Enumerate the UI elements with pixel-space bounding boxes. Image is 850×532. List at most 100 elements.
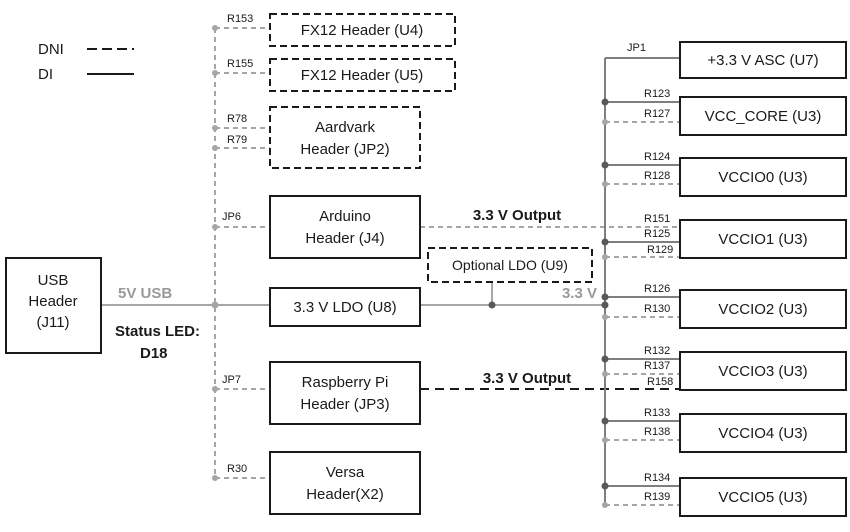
- rpi-box: [269, 361, 421, 425]
- block-vcc-core: VCC_CORE (U3): [679, 96, 847, 136]
- aardvark-label-line2: Header (JP2): [300, 141, 389, 158]
- junction-dot: [601, 355, 609, 363]
- junction-dots: [211, 25, 609, 508]
- asc-u7-box: [679, 41, 847, 79]
- junction-dot: [602, 119, 608, 125]
- junction-dot: [601, 238, 609, 246]
- vccio2-label: VCCIO2 (U3): [718, 301, 807, 318]
- versa-box: [269, 451, 421, 515]
- junction-dot: [212, 125, 218, 131]
- ref-r128: R128: [644, 170, 670, 182]
- block-vccio4: VCCIO4 (U3): [679, 413, 847, 453]
- ref-r153: R153: [227, 13, 253, 25]
- ldo-u8-box: [269, 287, 421, 327]
- vccio0-box: [679, 157, 847, 197]
- junction-dot: [601, 301, 609, 309]
- label-rpi-3v3-output: 3.3 V Output: [483, 370, 571, 387]
- junction-dot: [212, 145, 218, 151]
- block-optional-ldo-u9: Optional LDO (U9): [427, 247, 593, 283]
- ref-r124: R124: [644, 151, 670, 163]
- versa-label-line2: Header(X2): [306, 486, 384, 503]
- vcc-core-label: VCC_CORE (U3): [705, 108, 822, 125]
- block-versa-header: Versa Header(X2): [269, 451, 421, 515]
- block-3v3-asc-u7: +3.3 V ASC (U7): [679, 41, 847, 79]
- vcc-core-box: [679, 96, 847, 136]
- ref-r139: R139: [644, 491, 670, 503]
- ref-r30: R30: [227, 463, 247, 475]
- wires-right: [420, 57, 680, 506]
- junction-dot: [488, 301, 496, 309]
- versa-label-line1: Versa: [326, 464, 365, 481]
- legend: DNI DI: [38, 41, 134, 83]
- legend-di-label: DI: [38, 66, 53, 83]
- block-vccio3: VCCIO3 (U3): [679, 351, 847, 391]
- optional-ldo-label: Optional LDO (U9): [452, 257, 568, 273]
- vccio4-box: [679, 413, 847, 453]
- block-vccio2: VCCIO2 (U3): [679, 289, 847, 329]
- junction-dot: [601, 98, 609, 106]
- ref-r137: R137: [644, 360, 670, 372]
- block-vccio1: VCCIO1 (U3): [679, 219, 847, 259]
- ref-designators: R153 R155 R78 R79 JP6 JP7 R30 JP1 R123 R…: [222, 13, 673, 503]
- ref-jp1: JP1: [627, 42, 646, 54]
- label-3v3: 3.3 V: [562, 285, 597, 302]
- vccio3-box: [679, 351, 847, 391]
- fx12-u4-box: [269, 13, 456, 47]
- ref-r123: R123: [644, 88, 670, 100]
- junction-dot: [212, 25, 218, 31]
- vccio2-box: [679, 289, 847, 329]
- block-vccio0: VCCIO0 (U3): [679, 157, 847, 197]
- ref-r79: R79: [227, 134, 247, 146]
- junction-dot: [212, 386, 218, 392]
- asc-u7-label: +3.3 V ASC (U7): [707, 52, 818, 69]
- block-arduino-header: Arduino Header (J4): [269, 195, 421, 259]
- junction-dot: [602, 181, 608, 187]
- junction-dot: [601, 293, 609, 301]
- block-fx12-header-u4: FX12 Header (U4): [269, 13, 456, 47]
- ref-jp7: JP7: [222, 374, 241, 386]
- rpi-label-line2: Header (JP3): [300, 396, 389, 413]
- label-status-led-line2: D18: [140, 345, 168, 362]
- legend-dni-label: DNI: [38, 41, 64, 58]
- junction-dot: [602, 371, 608, 377]
- vccio4-label: VCCIO4 (U3): [718, 425, 807, 442]
- vccio1-box: [679, 219, 847, 259]
- usb-header-label-line3: (J11): [36, 314, 69, 331]
- block-fx12-header-u5: FX12 Header (U5): [269, 58, 456, 92]
- arduino-label-line1: Arduino: [319, 208, 371, 225]
- ref-r127: R127: [644, 108, 670, 120]
- vccio1-label: VCCIO1 (U3): [718, 231, 807, 248]
- junction-dot: [212, 70, 218, 76]
- ref-jp6: JP6: [222, 211, 241, 223]
- arduino-box: [269, 195, 421, 259]
- usb-header-label-line2: Header: [28, 293, 77, 310]
- aardvark-label-line1: Aardvark: [315, 119, 376, 136]
- junction-dot: [602, 437, 608, 443]
- optional-ldo-box: [427, 247, 593, 283]
- label-arduino-3v3-output: 3.3 V Output: [473, 207, 561, 224]
- rpi-label-line1: Raspberry Pi: [302, 374, 389, 391]
- ref-r78: R78: [227, 113, 247, 125]
- junction-dot: [602, 502, 608, 508]
- junction-dot: [602, 314, 608, 320]
- ref-r138: R138: [644, 426, 670, 438]
- usb-header-box: [5, 257, 102, 354]
- ref-r129: R129: [647, 244, 673, 256]
- ref-r151: R151: [644, 213, 670, 225]
- fx12-u5-label: FX12 Header (U5): [301, 67, 424, 84]
- ref-r134: R134: [644, 472, 670, 484]
- junction-dot: [601, 161, 609, 169]
- fx12-u5-box: [269, 58, 456, 92]
- vccio3-label: VCCIO3 (U3): [718, 363, 807, 380]
- ref-r133: R133: [644, 407, 670, 419]
- block-raspberry-pi-header: Raspberry Pi Header (JP3): [269, 361, 421, 425]
- aardvark-box: [269, 106, 421, 169]
- fx12-u4-label: FX12 Header (U4): [301, 22, 424, 39]
- ref-r126: R126: [644, 283, 670, 295]
- vccio5-box: [679, 477, 847, 517]
- ref-r158: R158: [647, 376, 673, 388]
- wire-labels: 5V USB Status LED: D18 3.3 V 3.3 V Outpu…: [115, 207, 597, 387]
- block-3v3-ldo-u8: 3.3 V LDO (U8): [269, 287, 421, 327]
